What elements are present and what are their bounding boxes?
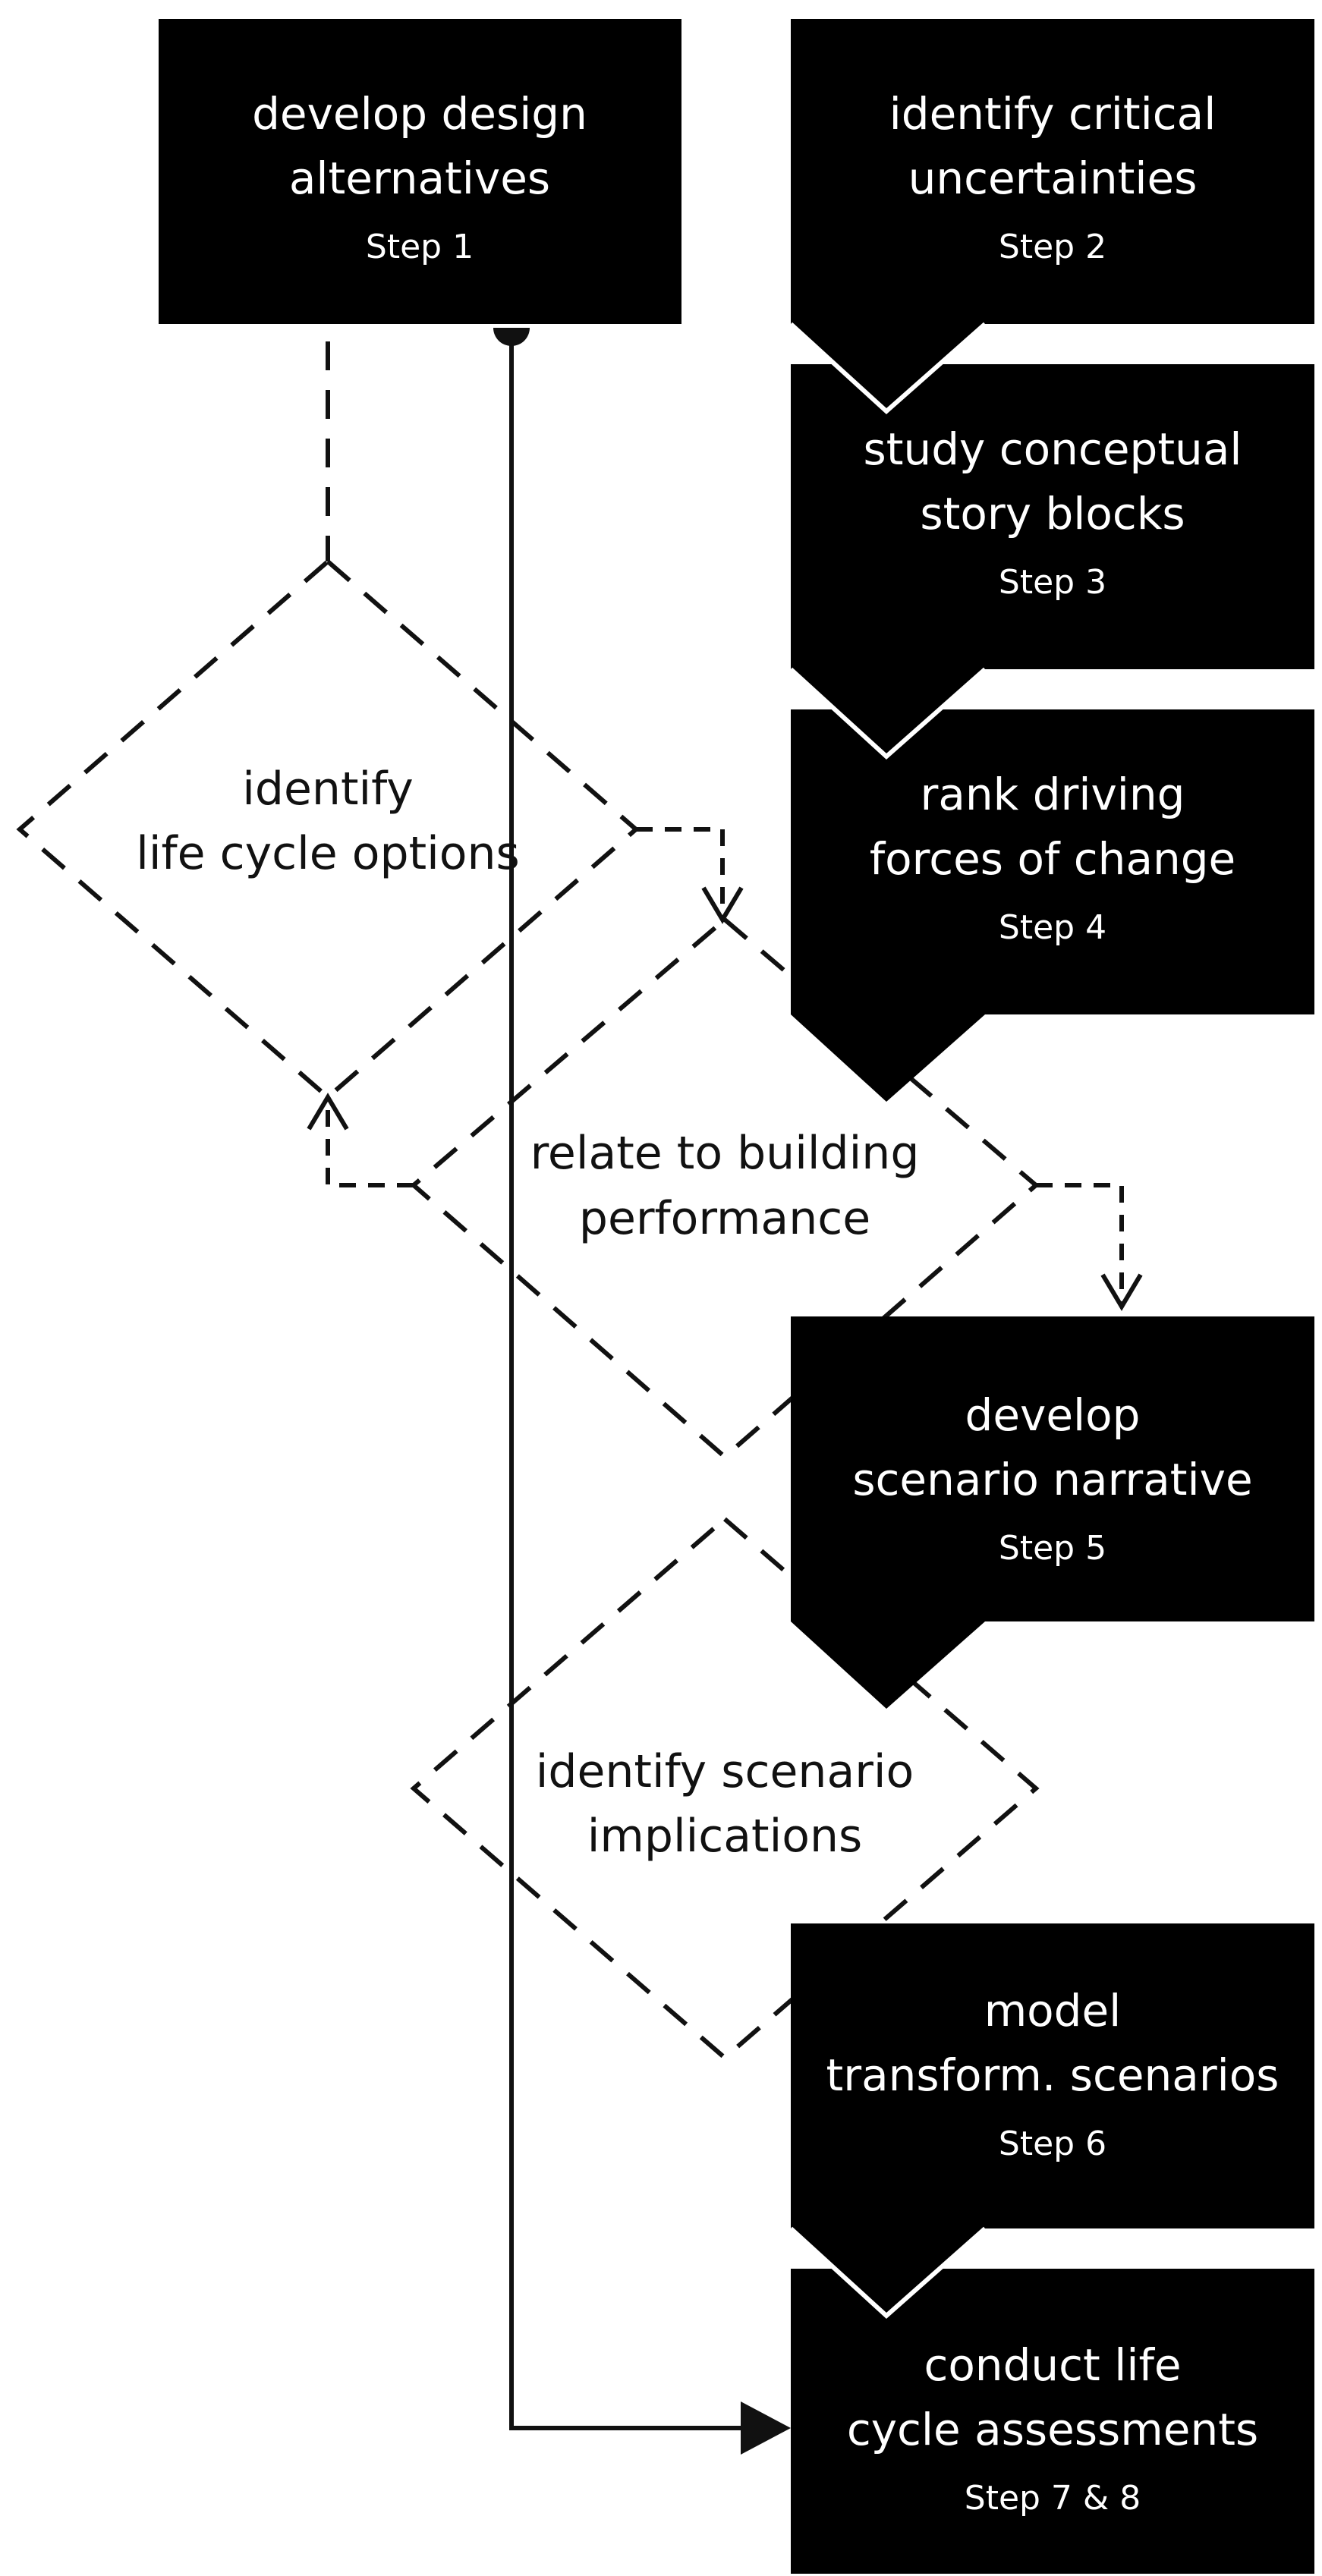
arrowhead-step5 xyxy=(1100,1273,1143,1311)
step6-title-line2: transform. scenarios xyxy=(826,2049,1280,2101)
diamond1-line1: identify xyxy=(242,763,413,816)
step6-title-line1: model xyxy=(984,1985,1122,2037)
solid-connector-step1-step7 xyxy=(509,334,744,2430)
step6-box: model transform. scenarios Step 6 xyxy=(791,1923,1314,2316)
diamond-identify-scenario-implications: identify scenario implications xyxy=(410,1516,1040,2061)
step5-title-line2: scenario narrative xyxy=(852,1454,1252,1505)
diamond-relate-to-building-performance: relate to building performance xyxy=(410,917,1040,1460)
step4-box: rank driving forces of change Step 4 xyxy=(788,667,1314,1102)
step2-box: identify critical uncertainties Step 2 xyxy=(791,19,1314,411)
arrowhead-diamond1-bottom xyxy=(307,1093,349,1131)
step2-title-line1: identify critical xyxy=(889,88,1217,140)
step7-title-line2: cycle assessments xyxy=(847,2404,1258,2455)
diamond1-line2: life cycle options xyxy=(136,827,520,880)
arrowhead-diamond2-top xyxy=(701,886,744,924)
step7-label: Step 7 & 8 xyxy=(965,2479,1141,2518)
step7-box: conduct life cycle assessments Step 7 & … xyxy=(788,2226,1314,2574)
step3-box: study conceptual story blocks Step 3 xyxy=(788,322,1314,756)
connectors xyxy=(307,328,1143,2455)
step1-title-line2: alternatives xyxy=(289,153,550,204)
diamond3-line2: implications xyxy=(587,1810,863,1863)
step4-title-line2: forces of change xyxy=(870,833,1236,885)
step4-title-line1: rank driving xyxy=(921,769,1185,820)
step5-box: develop scenario narrative Step 5 xyxy=(791,1316,1314,1709)
step2-title-line2: uncertainties xyxy=(908,153,1198,204)
step3-title-line1: study conceptual xyxy=(864,423,1242,475)
diamond2-line2: performance xyxy=(579,1192,870,1245)
diamond2-line1: relate to building xyxy=(530,1127,920,1180)
dashed-connector-diamond2-diamond1 xyxy=(326,1099,414,1187)
arrowhead-step7 xyxy=(741,2401,791,2455)
step6-label: Step 6 xyxy=(999,2125,1106,2163)
connector-cap xyxy=(493,328,530,346)
step3-title-line2: story blocks xyxy=(920,488,1185,539)
step7-title-line1: conduct life xyxy=(924,2339,1181,2391)
diamond-identify-life-cycle-options: identify life cycle options xyxy=(16,558,640,1100)
diamond3-line1: identify scenario xyxy=(536,1745,914,1798)
step3-label: Step 3 xyxy=(999,563,1106,602)
step1-label: Step 1 xyxy=(366,228,474,266)
step2-label: Step 2 xyxy=(999,228,1106,266)
step1-box: develop design alternatives Step 1 xyxy=(159,19,681,324)
step4-label: Step 4 xyxy=(999,908,1106,947)
dashed-connector-diamond1-diamond2 xyxy=(636,827,725,914)
step1-title-line1: develop design xyxy=(252,88,587,140)
step5-label: Step 5 xyxy=(999,1529,1106,1568)
step5-title-line1: develop xyxy=(965,1389,1141,1441)
